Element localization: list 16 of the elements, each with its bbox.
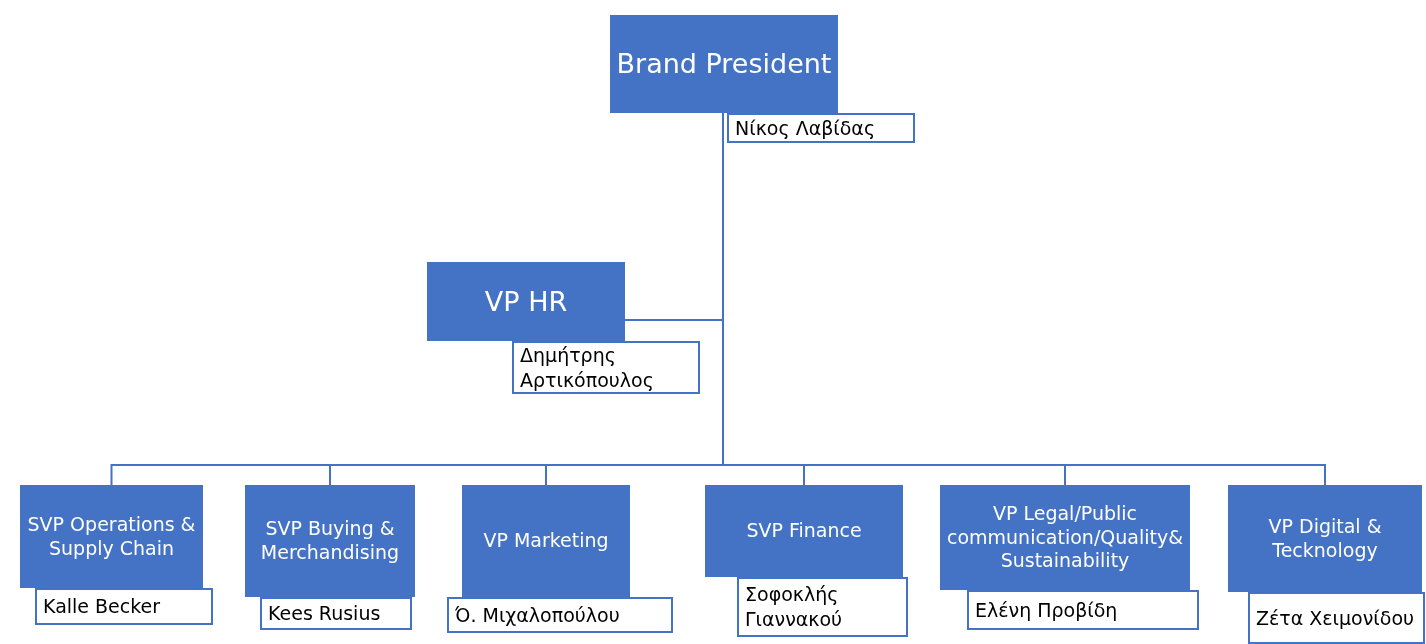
name-box: Ζέτα Χειμονίδου	[1248, 592, 1425, 644]
name-box: Kalle Becker	[35, 588, 213, 625]
name-box: Νίκος Λαβίδας	[727, 113, 915, 143]
position-box: SVP Operations & Supply Chain	[20, 485, 203, 588]
position-box: VP Digital & Tecknology	[1228, 485, 1422, 592]
name-box: Δημήτρης Αρτικόπουλος	[512, 341, 700, 394]
position-box: VP Legal/Public communication/Quality&Sustainability	[940, 485, 1190, 590]
position-box: VP Marketing	[462, 485, 630, 597]
position-box: SVP Finance	[705, 485, 903, 577]
name-box: Σοφοκλής Γιαννακού	[737, 577, 908, 637]
position-box: Brand President	[610, 15, 838, 113]
position-box: VP HR	[427, 262, 625, 341]
position-box: SVP Buying & Merchandising	[245, 485, 415, 597]
name-box: Ελένη Προβίδη	[967, 590, 1199, 630]
name-box: Kees Rusius	[260, 597, 412, 630]
name-box: Ό. Μιχαλοπούλου	[447, 597, 673, 633]
